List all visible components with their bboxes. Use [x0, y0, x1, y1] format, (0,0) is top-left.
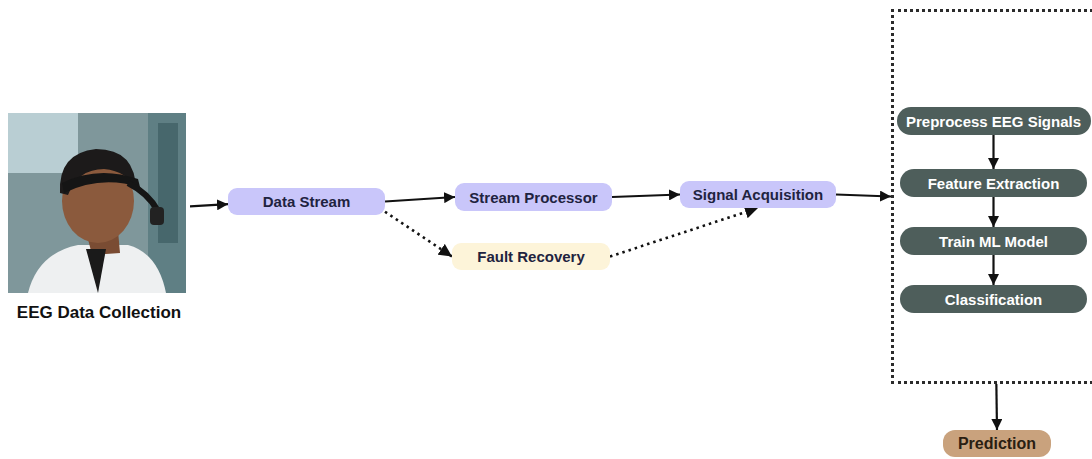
recovery-box: Fault Recovery	[452, 243, 610, 270]
box-label: Train ML Model	[939, 233, 1048, 250]
box-label: Prediction	[958, 435, 1036, 453]
flow-arrow	[190, 204, 228, 206]
eeg-photo	[8, 113, 186, 293]
step-box: Classification	[900, 285, 1087, 313]
dotted-arrow	[610, 208, 758, 257]
photo-tie	[86, 249, 106, 293]
photo-shirt	[28, 245, 166, 293]
photo-frame: EEG Data Collection	[8, 113, 190, 325]
step-box: Train ML Model	[900, 227, 1087, 255]
box-label: Feature Extraction	[928, 175, 1060, 192]
box-label: Preprocess EEG Signals	[906, 113, 1081, 130]
box-label: Signal Acquisition	[693, 186, 823, 203]
photo-door-panel	[158, 123, 178, 243]
step-box: Feature Extraction	[900, 169, 1087, 197]
flow-arrow	[992, 197, 994, 227]
step-box: Preprocess EEG Signals	[897, 107, 1091, 135]
photo-sensor	[150, 207, 164, 225]
process-box: Data Stream	[228, 188, 385, 215]
flow-arrow	[992, 135, 994, 169]
flow-arrow	[836, 195, 891, 197]
box-label: Classification	[945, 291, 1043, 308]
flow-arrow	[385, 197, 455, 202]
photo-wall	[8, 113, 186, 293]
flow-arrow	[992, 255, 994, 285]
flow-arrow	[612, 195, 680, 198]
photo-strap	[128, 183, 158, 211]
box-label: Stream Processor	[469, 189, 597, 206]
prediction-box: Prediction	[943, 430, 1051, 457]
process-box: Signal Acquisition	[680, 181, 836, 208]
box-label: Data Stream	[263, 193, 351, 210]
flow-arrow	[995, 384, 998, 430]
photo-caption: EEG Data Collection	[8, 303, 190, 323]
pipeline-region: Preprocess EEG SignalsFeature Extraction…	[891, 9, 1092, 384]
box-label: Fault Recovery	[477, 248, 585, 265]
dotted-arrow	[385, 212, 452, 257]
process-box: Stream Processor	[455, 183, 612, 211]
